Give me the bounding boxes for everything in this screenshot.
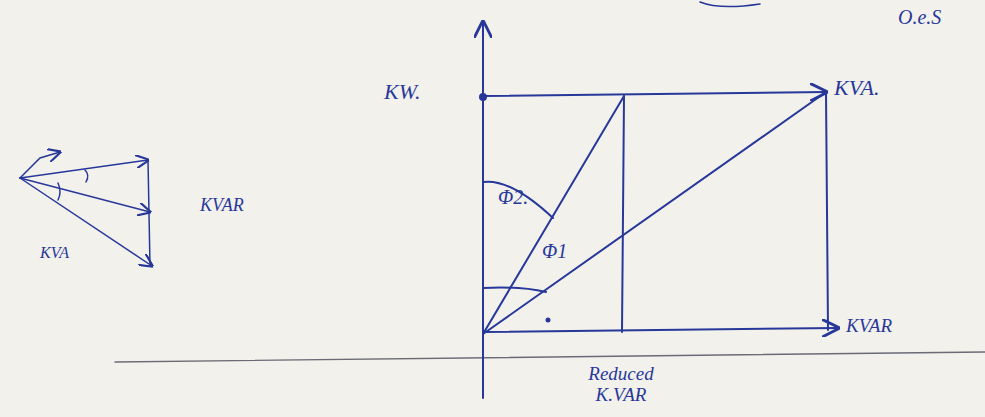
label-anchor: O.e.S <box>898 6 941 28</box>
oval-fragment <box>700 2 760 7</box>
small-arc <box>58 183 60 200</box>
phi2-label: Φ2. <box>498 186 528 208</box>
small-kva-label: KVA <box>40 244 69 262</box>
small-diagonal <box>20 178 150 212</box>
label-anchor: KVAR <box>846 316 892 337</box>
label-anchor: KW. <box>384 80 420 104</box>
kva-label: KVA. <box>834 76 879 100</box>
small-arrow <box>20 152 60 178</box>
small-kva-line <box>20 178 152 266</box>
label-anchor: Φ2. <box>498 186 528 208</box>
reduced-kvar-line <box>622 96 624 332</box>
kvar-axis <box>483 328 838 332</box>
small-kw-line <box>20 160 148 178</box>
phi1-label: Φ1 <box>542 240 567 262</box>
label-anchor: Φ1 <box>542 240 567 262</box>
kvar-axis-label: KVAR <box>846 316 892 337</box>
label-anchor: KVA. <box>834 76 879 100</box>
kw-dot <box>480 94 486 100</box>
small-arc <box>85 170 88 182</box>
label-anchor: Reduced K.VAR <box>566 364 676 406</box>
small-kvar-label: KVAR <box>200 196 244 216</box>
pencil-baseline <box>115 352 985 362</box>
kw-line <box>483 92 826 96</box>
label-anchor: KVA <box>40 244 69 262</box>
label-anchor: KVAR <box>200 196 244 216</box>
kw-axis <box>482 22 484 398</box>
kva-diagonal <box>483 92 826 334</box>
kvar-line <box>826 92 828 330</box>
reduced-kva-diagonal <box>483 96 624 334</box>
phi1-arc <box>483 288 546 293</box>
kw-label: KW. <box>384 80 420 104</box>
small-kvar-line <box>148 160 150 266</box>
dot <box>547 319 550 322</box>
corner-note: O.e.S <box>898 6 941 28</box>
reduced-kvar-label: Reduced K.VAR <box>566 364 676 406</box>
phi2-arc <box>483 182 553 218</box>
